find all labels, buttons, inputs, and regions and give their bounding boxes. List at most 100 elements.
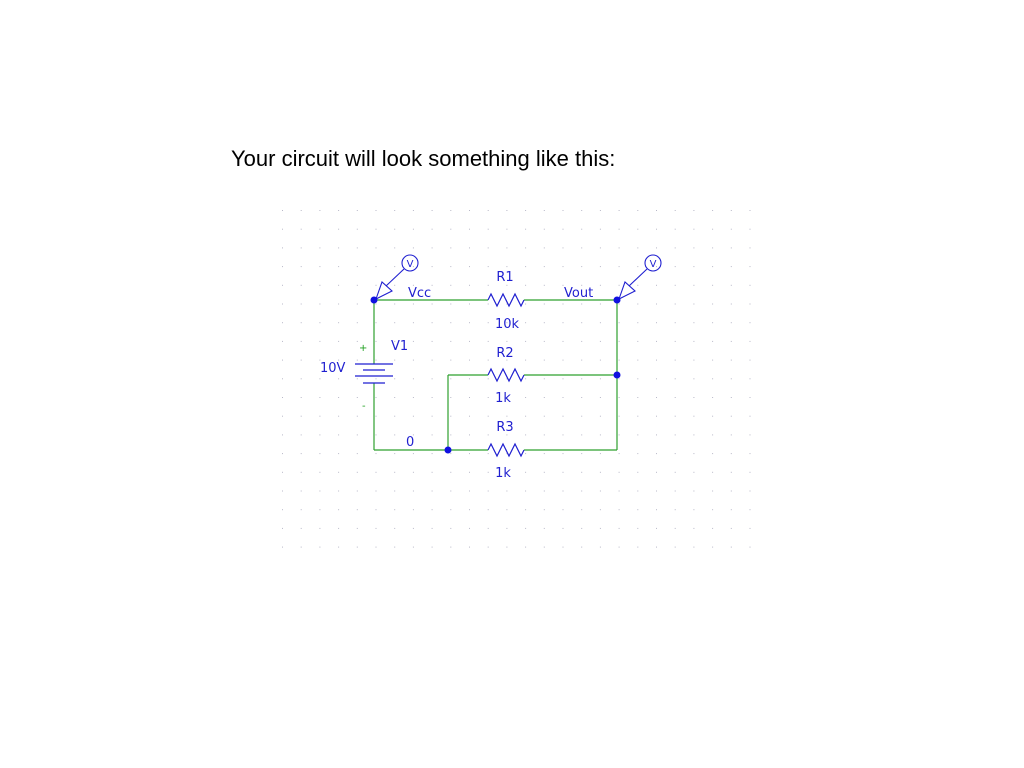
grid-dot bbox=[469, 228, 470, 230]
grid-dot bbox=[543, 210, 545, 211]
grid-dot bbox=[356, 284, 358, 286]
grid-dot bbox=[618, 210, 620, 211]
grid-dot bbox=[656, 490, 657, 492]
grid-dot bbox=[338, 378, 340, 380]
grid-dot bbox=[543, 509, 545, 511]
grid-dot bbox=[730, 247, 732, 249]
grid-dot bbox=[338, 490, 340, 492]
grid-dot bbox=[656, 247, 657, 249]
grid-dot bbox=[562, 434, 564, 436]
grid-dot bbox=[656, 453, 657, 455]
grid-dot bbox=[319, 359, 321, 361]
grid-dot bbox=[693, 397, 695, 398]
grid-dot bbox=[300, 266, 302, 268]
grid-dot bbox=[749, 247, 751, 249]
grid-dot bbox=[412, 490, 414, 492]
grid-dot bbox=[562, 415, 564, 417]
grid-dot bbox=[656, 434, 657, 436]
grid-dot bbox=[506, 284, 508, 286]
grid-dot bbox=[487, 509, 489, 511]
grid-dot bbox=[431, 471, 433, 473]
grid-dot bbox=[300, 546, 302, 548]
grid-dot bbox=[693, 546, 695, 548]
grid-dot bbox=[712, 490, 714, 492]
grid-dot bbox=[674, 266, 676, 268]
grid-dot bbox=[412, 303, 414, 305]
grid-dot bbox=[431, 434, 433, 436]
grid-dot bbox=[506, 415, 508, 417]
grid-dot bbox=[543, 322, 545, 324]
grid-dot bbox=[356, 546, 358, 548]
grid-dot bbox=[338, 471, 340, 473]
grid-dot bbox=[581, 490, 583, 492]
grid-dot bbox=[487, 527, 489, 529]
grid-dot bbox=[356, 397, 358, 398]
grid-dot bbox=[693, 359, 695, 361]
grid-dot bbox=[282, 453, 283, 455]
grid-dot bbox=[618, 284, 620, 286]
grid-dot bbox=[637, 453, 639, 455]
grid-dot bbox=[581, 434, 583, 436]
grid-dot bbox=[319, 322, 321, 324]
grid-dot bbox=[431, 527, 433, 529]
grid-dot bbox=[656, 266, 657, 268]
grid-dot bbox=[730, 546, 732, 548]
grid-dot bbox=[599, 509, 601, 511]
grid-dot bbox=[637, 490, 639, 492]
grid-dot bbox=[618, 509, 620, 511]
grid-dot bbox=[300, 340, 302, 342]
grid-dot bbox=[469, 453, 470, 455]
grid-dot bbox=[487, 340, 489, 342]
grid-dot bbox=[469, 210, 470, 211]
grid-dot bbox=[749, 453, 751, 455]
grid-dot bbox=[282, 322, 283, 324]
grid-dot bbox=[562, 546, 564, 548]
grid-dot bbox=[469, 415, 470, 417]
grid-dot bbox=[338, 453, 340, 455]
node-ground bbox=[444, 446, 452, 454]
grid-dot bbox=[487, 378, 489, 380]
grid-dot bbox=[712, 509, 714, 511]
grid-dot bbox=[338, 247, 340, 249]
grid-dot bbox=[562, 303, 564, 305]
grid-dot bbox=[300, 471, 302, 473]
grid-dot bbox=[543, 434, 545, 436]
grid-dot bbox=[450, 415, 452, 417]
resistor-r2-symbol bbox=[487, 367, 525, 383]
grid-dot bbox=[712, 247, 714, 249]
grid-dot bbox=[637, 303, 639, 305]
grid-dot bbox=[450, 509, 452, 511]
grid-dot bbox=[712, 322, 714, 324]
grid-dot bbox=[469, 546, 470, 548]
grid-dot bbox=[375, 228, 377, 230]
grid-dot bbox=[543, 471, 545, 473]
grid-dot bbox=[543, 453, 545, 455]
grid-dot bbox=[656, 527, 657, 529]
grid-dot bbox=[282, 266, 283, 268]
battery-symbol bbox=[355, 363, 393, 384]
grid-dot bbox=[730, 359, 732, 361]
grid-dot bbox=[487, 266, 489, 268]
grid-dot bbox=[338, 228, 340, 230]
grid-dot bbox=[525, 322, 527, 324]
grid-dot bbox=[599, 247, 601, 249]
grid-dot bbox=[506, 378, 508, 380]
grid-dot bbox=[599, 471, 601, 473]
grid-dot bbox=[431, 378, 433, 380]
grid-dot bbox=[674, 303, 676, 305]
grid-dot bbox=[618, 453, 620, 455]
grid-dot bbox=[562, 322, 564, 324]
grid-dot bbox=[487, 322, 489, 324]
grid-dot bbox=[562, 490, 564, 492]
resistor-r1-value: 10k bbox=[495, 317, 520, 332]
grid-dot bbox=[412, 378, 414, 380]
grid-dot bbox=[543, 340, 545, 342]
grid-dot bbox=[618, 340, 620, 342]
grid-dot bbox=[375, 527, 377, 529]
grid-dot bbox=[637, 415, 639, 417]
grid-dot bbox=[562, 509, 564, 511]
grid-dot bbox=[469, 471, 470, 473]
grid-dot bbox=[693, 434, 695, 436]
grid-dot bbox=[469, 303, 470, 305]
grid-dot bbox=[637, 247, 639, 249]
